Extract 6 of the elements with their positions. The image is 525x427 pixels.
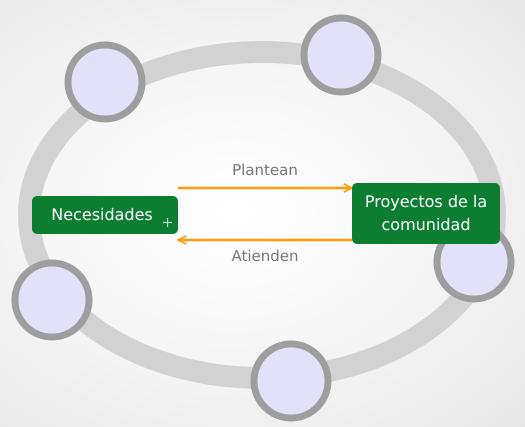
arrow bbox=[178, 183, 353, 193]
process-box: Proyectos de la comunidad bbox=[352, 183, 500, 244]
edge-label: Plantean bbox=[232, 161, 298, 179]
process-box: Necesidades bbox=[32, 196, 178, 234]
arrow bbox=[177, 235, 352, 245]
edge-label: Atienden bbox=[231, 247, 299, 265]
